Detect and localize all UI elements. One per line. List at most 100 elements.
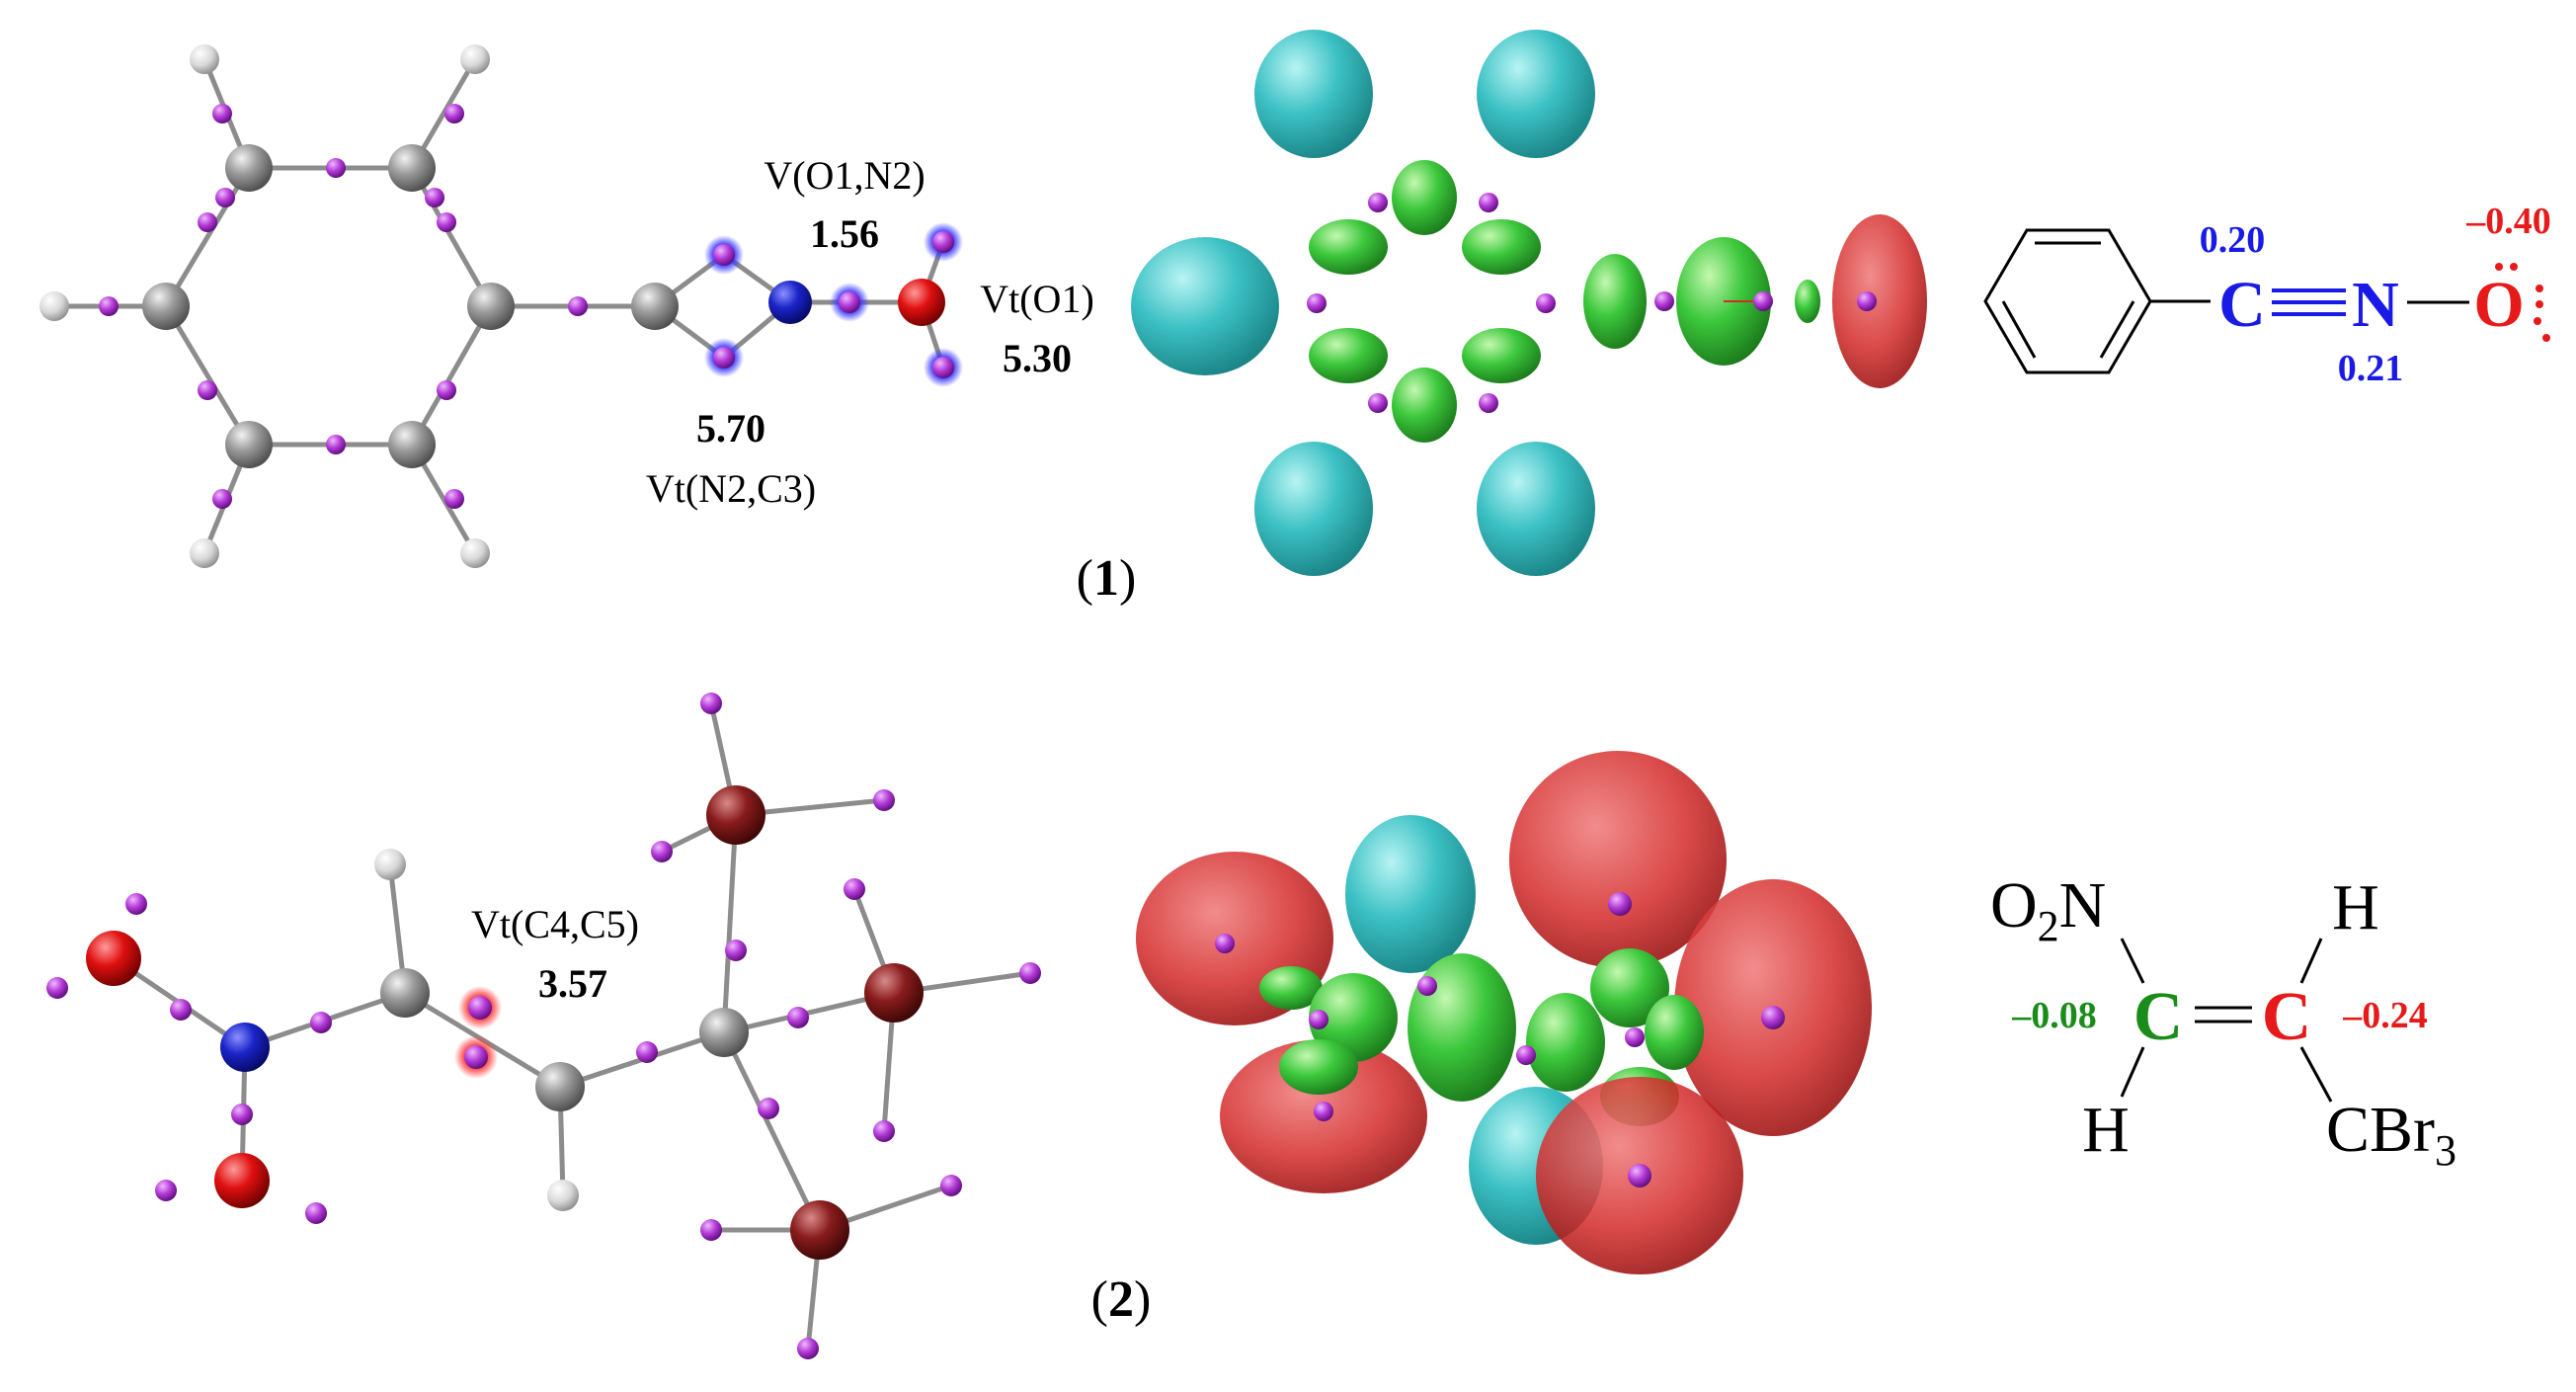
red-basin bbox=[1832, 214, 1927, 388]
green-basin bbox=[1583, 254, 1647, 349]
panel2-elf-isosurface bbox=[1136, 751, 1872, 1274]
basin-vt-c4-c5-value: 3.57 bbox=[538, 961, 607, 1006]
carbon-atom bbox=[380, 968, 430, 1018]
carbon-atom bbox=[388, 421, 436, 468]
hydrogen-atom bbox=[190, 44, 219, 74]
attractor bbox=[170, 999, 192, 1021]
attractor bbox=[713, 347, 735, 368]
panel2-label: (2) bbox=[1091, 1271, 1152, 1328]
attractor bbox=[464, 1045, 488, 1069]
attractor bbox=[1019, 962, 1041, 984]
panel2-basin-labels: Vt(C4,C5) 3.57 bbox=[471, 902, 639, 1006]
panel-label-number: 1 bbox=[1093, 550, 1119, 607]
carbon-atom bbox=[467, 283, 515, 330]
panel-label-paren-open: ( bbox=[1091, 1271, 1108, 1328]
carbon-atom bbox=[631, 283, 679, 330]
basin-vt-o1-value: 5.30 bbox=[1003, 336, 1072, 380]
carbon-atoms bbox=[142, 144, 679, 468]
charge-c-left: –0.08 bbox=[2011, 995, 2097, 1036]
green-basin bbox=[1645, 995, 1704, 1070]
attractor bbox=[326, 435, 346, 454]
attractor bbox=[1314, 1102, 1333, 1121]
bromine-atom bbox=[790, 1200, 849, 1260]
atom-h-top: H bbox=[2332, 871, 2379, 943]
atom-o: O bbox=[2473, 269, 2524, 341]
green-basin bbox=[1462, 219, 1541, 275]
basin-v-o1-n2-name: V(O1,N2) bbox=[764, 153, 925, 198]
oxygen-atom bbox=[86, 931, 141, 986]
attractor bbox=[212, 489, 232, 509]
basin-vt-n2-c3-name: Vt(N2,C3) bbox=[646, 466, 816, 511]
hydrogen-atom bbox=[460, 44, 490, 74]
panel1-label: (1) bbox=[1077, 550, 1137, 607]
attractor bbox=[305, 1202, 327, 1224]
green-basin bbox=[1795, 280, 1820, 323]
attractor bbox=[1753, 291, 1773, 311]
attractor bbox=[1215, 934, 1235, 953]
charge-c: 0.20 bbox=[2200, 219, 2266, 261]
attractor bbox=[725, 940, 747, 961]
attractor bbox=[1536, 293, 1556, 313]
hydrogen-atom bbox=[190, 538, 219, 568]
charge-c-right: –0.24 bbox=[2342, 995, 2428, 1036]
elf-attractors bbox=[99, 104, 954, 509]
hydrogen-atom bbox=[40, 291, 69, 321]
group-o2n: O2N bbox=[1990, 869, 2106, 950]
bonds bbox=[2120, 938, 2333, 1103]
carbon-atom bbox=[225, 421, 273, 468]
attractor bbox=[155, 1180, 177, 1201]
nitrogen-atom bbox=[220, 1023, 270, 1072]
carbon-atom bbox=[225, 144, 273, 192]
green-basin bbox=[1309, 973, 1398, 1062]
attractor bbox=[1479, 393, 1498, 413]
attractor bbox=[1654, 291, 1674, 311]
attractor bbox=[1309, 1010, 1328, 1029]
attractor bbox=[1761, 1006, 1785, 1029]
panel-label-paren-close: ) bbox=[1119, 550, 1136, 607]
attractor bbox=[310, 1012, 332, 1033]
attractor bbox=[651, 841, 673, 862]
panel1-molecule-model bbox=[40, 44, 963, 568]
carbon-atom bbox=[388, 144, 436, 192]
attractor bbox=[797, 1338, 819, 1359]
attractor bbox=[844, 878, 865, 900]
hydrogen-atom bbox=[460, 538, 490, 568]
attractor bbox=[468, 996, 492, 1020]
attractor bbox=[713, 244, 735, 266]
attractor bbox=[326, 158, 346, 178]
green-basin bbox=[1526, 993, 1605, 1092]
cyan-basin bbox=[1345, 815, 1476, 973]
basin-vt-o1-name: Vt(O1) bbox=[980, 277, 1094, 321]
attractor bbox=[198, 212, 217, 232]
red-basin bbox=[1509, 751, 1727, 968]
atom-c-left: C bbox=[2133, 979, 2184, 1055]
cyan-basin bbox=[1131, 237, 1279, 375]
attractor bbox=[1628, 1164, 1651, 1187]
elf-attractors bbox=[46, 693, 1041, 1359]
green-basin bbox=[1309, 219, 1388, 275]
group-cbr3: CBr3 bbox=[2326, 1094, 2456, 1175]
oxygen-atom bbox=[214, 1153, 270, 1208]
attractor bbox=[1307, 293, 1327, 313]
cyan-basin bbox=[1254, 30, 1373, 158]
carbon-atom bbox=[699, 1008, 749, 1057]
attractor bbox=[1516, 1045, 1536, 1065]
bromine-atom bbox=[706, 785, 765, 845]
attractor bbox=[1625, 1027, 1645, 1047]
attractor bbox=[1368, 193, 1388, 212]
basin-vt-c4-c5-name: Vt(C4,C5) bbox=[471, 902, 639, 946]
attractor bbox=[1368, 393, 1388, 413]
attractor bbox=[46, 977, 68, 999]
cyan-basin bbox=[1477, 442, 1595, 576]
basin-v-o1-n2-value: 1.56 bbox=[810, 211, 879, 256]
cyan-basin bbox=[1477, 30, 1595, 158]
green-basin bbox=[1408, 953, 1516, 1102]
attractor bbox=[215, 188, 235, 207]
attractor bbox=[568, 296, 588, 316]
oxygen-atom bbox=[898, 279, 945, 326]
carbon-atom bbox=[535, 1062, 585, 1111]
green-basin bbox=[1279, 1039, 1358, 1095]
attractor bbox=[932, 357, 954, 378]
attractor bbox=[212, 104, 232, 123]
